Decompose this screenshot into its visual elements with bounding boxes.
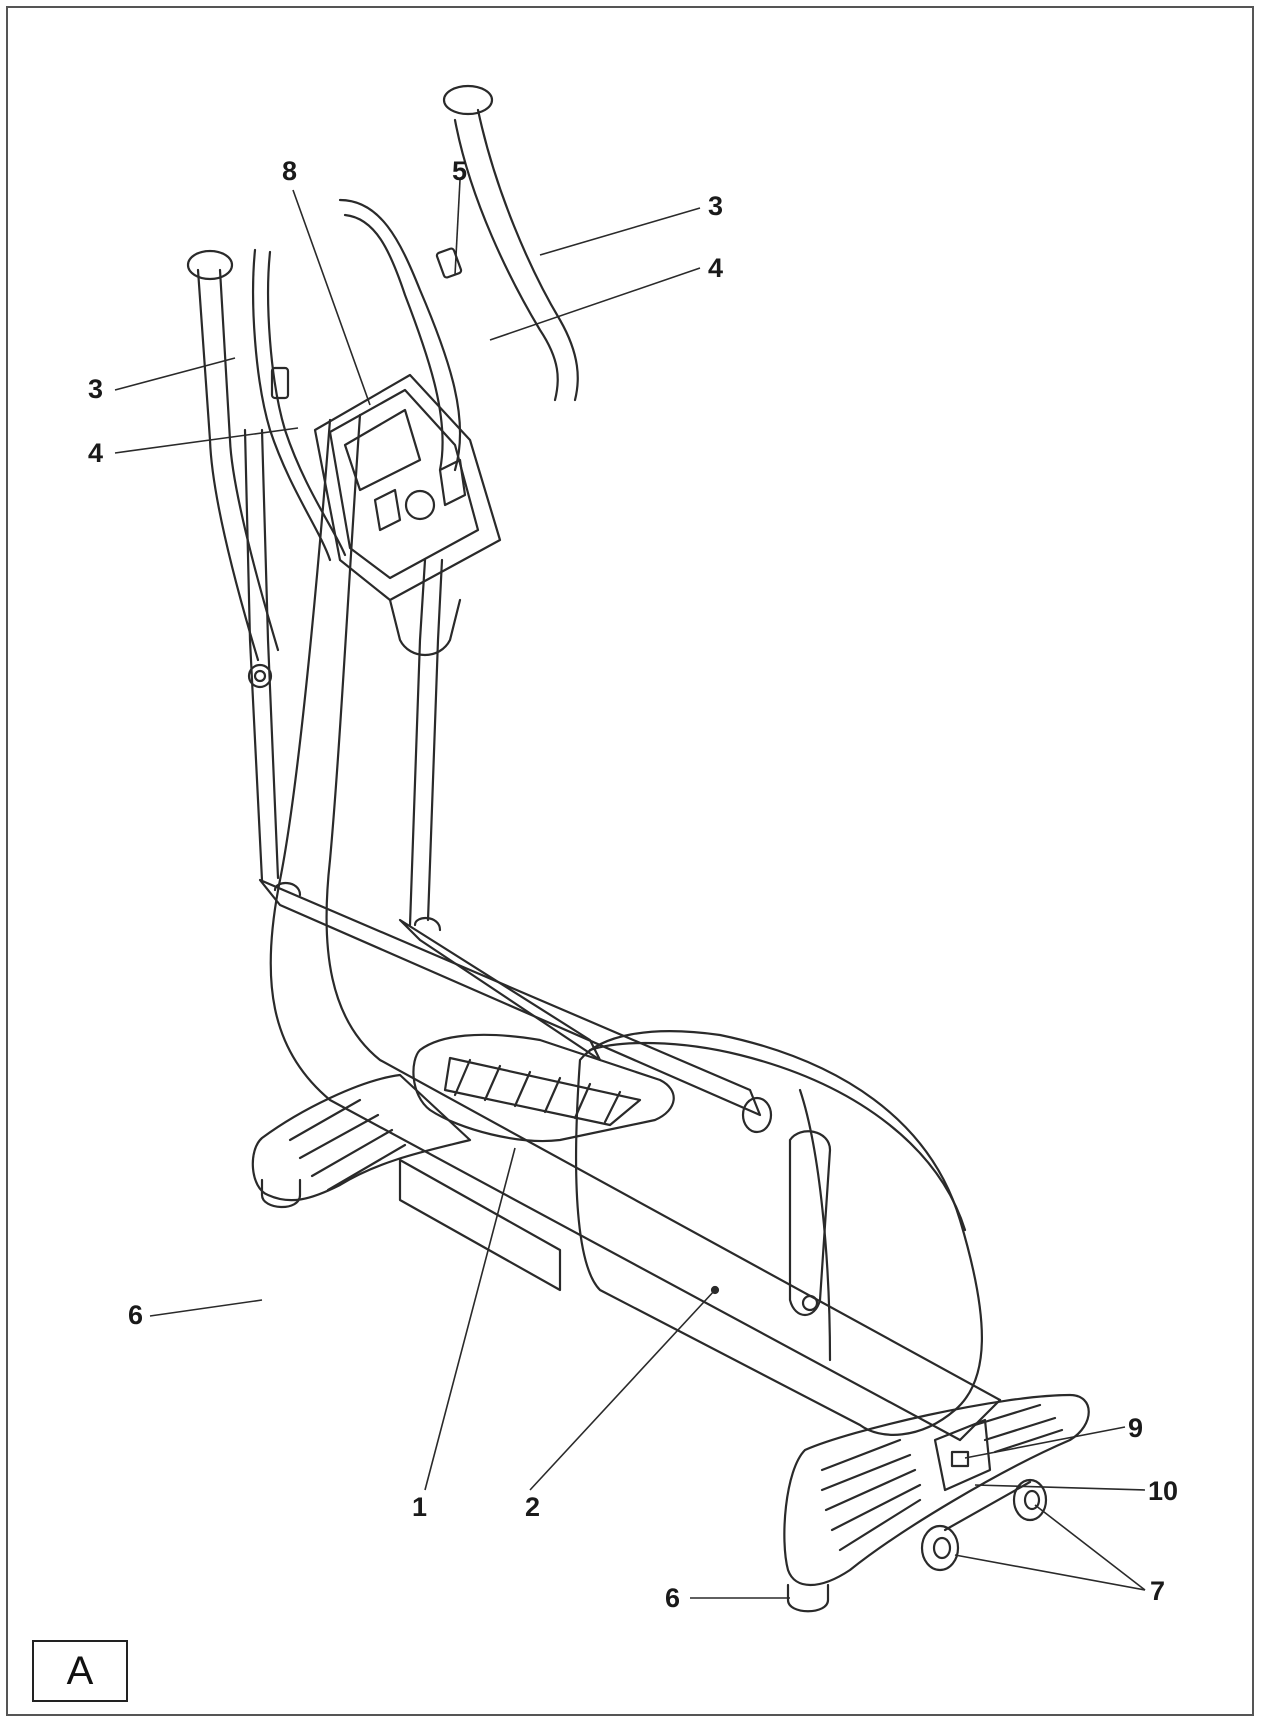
leader-8 [292, 189, 371, 406]
transport-wheels [920, 1478, 1048, 1572]
leader-7-a [954, 1554, 1146, 1591]
leader-3-left [114, 357, 236, 391]
moving-handlebars [186, 84, 579, 689]
crank-arm [788, 1130, 832, 1317]
leader-5 [454, 179, 461, 276]
callout-6-right: 6 [665, 1583, 681, 1613]
callout-8: 8 [282, 156, 298, 186]
leader-7-b [1034, 1504, 1146, 1591]
leader-9 [964, 1426, 1126, 1459]
leader-1 [424, 1147, 516, 1491]
callout-6-left: 6 [128, 1300, 144, 1330]
figure-frame [6, 6, 1254, 1716]
callout-10: 10 [1148, 1476, 1179, 1506]
console [313, 373, 502, 656]
callout-2: 2 [525, 1492, 541, 1522]
callout-1: 1 [412, 1492, 428, 1522]
leader-2 [529, 1289, 716, 1491]
callout-9: 9 [1128, 1413, 1144, 1443]
callout-4-left: 4 [88, 438, 104, 468]
callout-4-right: 4 [708, 253, 724, 283]
pedal [412, 1033, 675, 1143]
leader-4-left [114, 427, 299, 454]
figure-label: A [32, 1640, 128, 1702]
leader-10 [974, 1484, 1146, 1491]
leader-3-right [539, 207, 701, 256]
callout-3-left: 3 [88, 374, 104, 404]
leader-6-left [149, 1299, 263, 1317]
main-frame [269, 413, 1002, 1492]
front-stabilizer [251, 1073, 472, 1209]
callout-5: 5 [452, 156, 468, 186]
moving-arms [243, 428, 444, 927]
flywheel-cover [574, 1030, 983, 1436]
leader-4-right [489, 267, 701, 341]
callout-7: 7 [1150, 1576, 1166, 1606]
callout-3-right: 3 [708, 191, 724, 221]
